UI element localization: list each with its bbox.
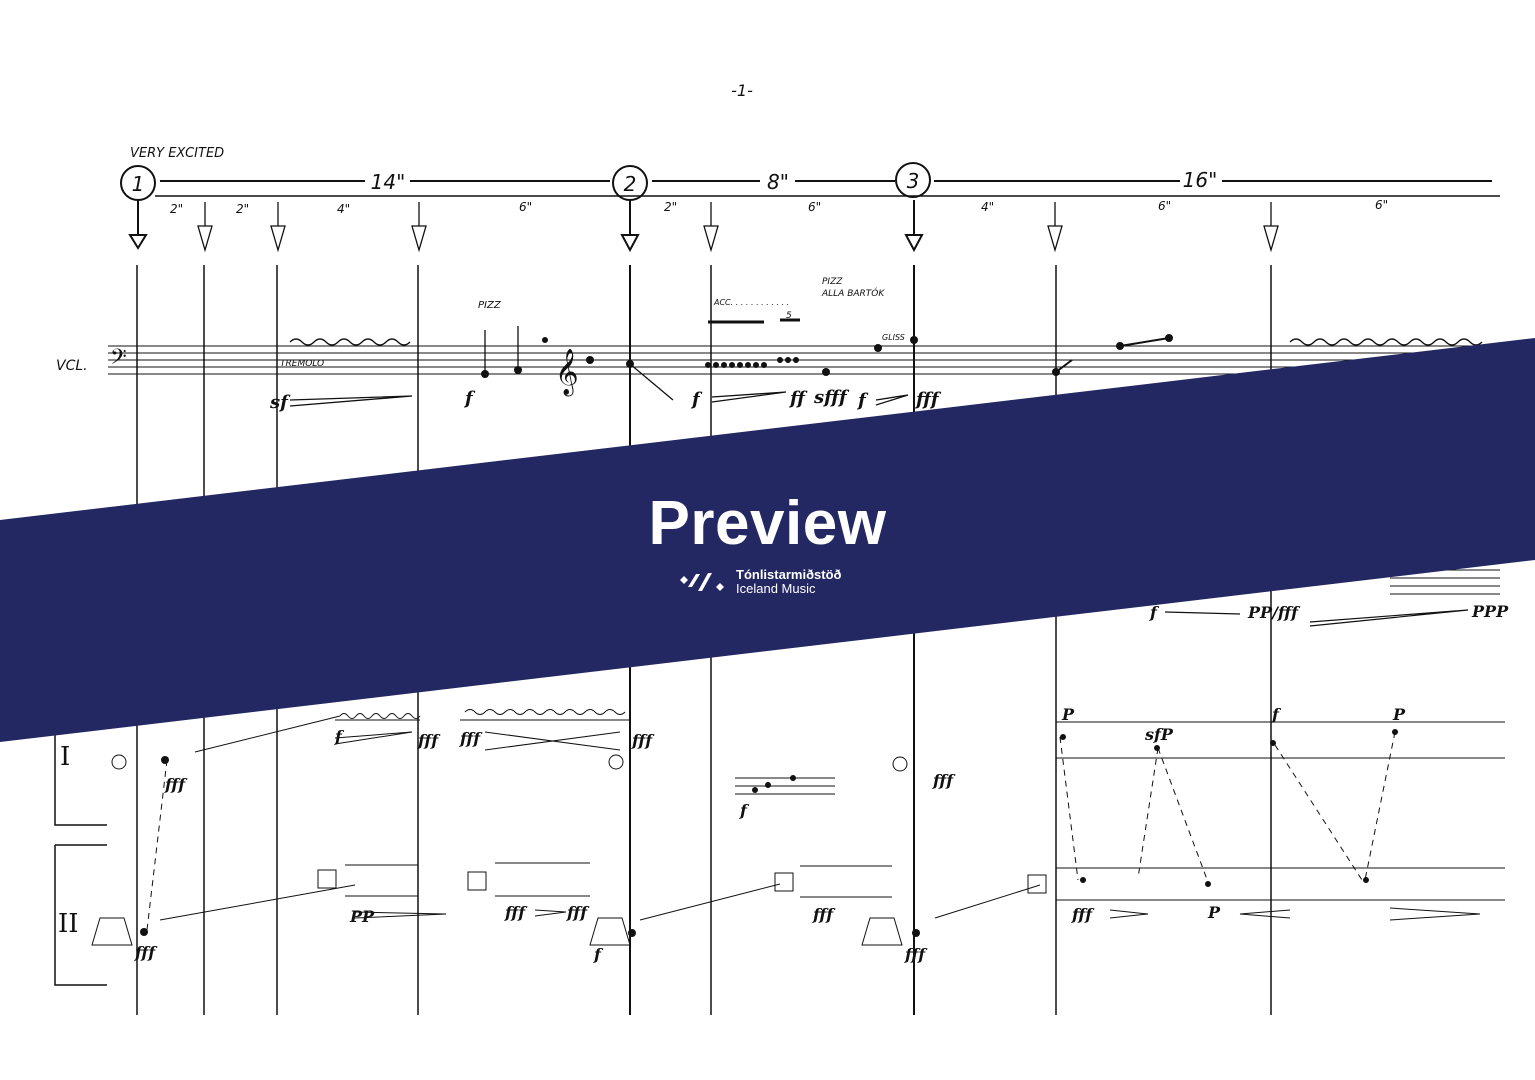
svg-text:P: P (1207, 903, 1221, 922)
rehearsal-circle-3 (895, 162, 931, 198)
percussion-label-1: I (60, 742, 70, 772)
upper-system: f PP/fff PPP (1149, 569, 1509, 627)
svg-text:fff: fff (914, 389, 942, 410)
svg-text:PPP: PPP (1471, 602, 1509, 621)
svg-text:2": 2" (170, 202, 183, 216)
svg-text:2": 2" (664, 200, 677, 214)
svg-text:sfff: sfff (813, 387, 850, 408)
svg-text:2": 2" (236, 202, 249, 216)
svg-text:f: f (739, 801, 750, 820)
cello-staff: VCL. 𝄢 𝄞 TREMOLO PIZZ ACC. . . . . . . .… (56, 277, 1535, 413)
svg-text:fff: fff (631, 731, 655, 750)
svg-text:f: f (856, 390, 869, 411)
page-number: -1- (731, 81, 753, 100)
svg-text:𝄞: 𝄞 (555, 349, 579, 397)
rehearsal-mark-3: 3 (907, 169, 920, 193)
svg-text:ff: ff (788, 388, 808, 409)
svg-text:fff: fff (566, 903, 590, 922)
svg-text:fff: fff (134, 943, 158, 962)
svg-text:fff: fff (932, 771, 956, 790)
svg-text:6": 6" (1375, 198, 1388, 212)
svg-text:f: f (593, 945, 604, 964)
svg-text:f: f (334, 727, 345, 746)
svg-text:fff: fff (812, 905, 836, 924)
svg-text:6": 6" (808, 200, 821, 214)
timeline: 1 2 3 14" 8" 16" 2" 2" 4" 6" 2" 6" 4" 6"… (120, 162, 1500, 216)
svg-text:5: 5 (786, 311, 792, 321)
svg-text:6": 6" (1158, 199, 1171, 213)
svg-text:fff: fff (164, 775, 188, 794)
svg-text:f: f (463, 388, 476, 409)
svg-text:GLISS: GLISS (882, 333, 905, 342)
svg-text:sfP: sfP (1144, 725, 1174, 744)
svg-text:f: f (1271, 705, 1282, 724)
svg-text:PP: PP (349, 907, 375, 926)
svg-text:fff: fff (1071, 905, 1095, 924)
svg-text:ACC. . . . . . . . . . . .: ACC. . . . . . . . . . . . (713, 298, 789, 307)
svg-text:P: P (1392, 705, 1406, 724)
percussion: I II (54, 700, 1505, 986)
svg-text:f: f (690, 389, 703, 410)
svg-text:PIZZ: PIZZ (478, 300, 502, 311)
duration-section-1: 14" (371, 170, 406, 194)
svg-text:PIZZ: PIZZ (822, 277, 843, 287)
svg-text:P: P (1061, 705, 1075, 724)
svg-text:fff: fff (504, 903, 528, 922)
percussion-label-2: II (58, 909, 79, 939)
svg-text:sf: sf (269, 392, 291, 413)
svg-text:PP/fff: PP/fff (1247, 603, 1301, 622)
svg-text:fff: fff (904, 945, 928, 964)
svg-text:4": 4" (981, 200, 994, 214)
svg-text:𝄢: 𝄢 (110, 345, 127, 375)
svg-text:4": 4" (337, 202, 350, 216)
rehearsal-mark-2: 2 (624, 172, 637, 196)
svg-text:f: f (1149, 603, 1160, 622)
duration-section-2: 8" (767, 170, 789, 194)
duration-section-3: 16" (1183, 168, 1218, 192)
preview-banner (0, 338, 1535, 742)
svg-text:6": 6" (519, 200, 532, 214)
svg-text:ALLA BARTÓK: ALLA BARTÓK (821, 287, 885, 299)
svg-text:fff: fff (459, 729, 483, 748)
cue-arrows (128, 200, 1279, 253)
rehearsal-mark-1: 1 (132, 172, 145, 196)
tempo-marking: VERY EXCITED (130, 146, 224, 161)
svg-text:TREMOLO: TREMOLO (280, 359, 324, 369)
sub-durations: 2" 2" 4" 6" 2" 6" 4" 6" 6" (170, 198, 1388, 216)
instrument-label: VCL. (56, 358, 88, 374)
svg-text:fff: fff (417, 731, 441, 750)
